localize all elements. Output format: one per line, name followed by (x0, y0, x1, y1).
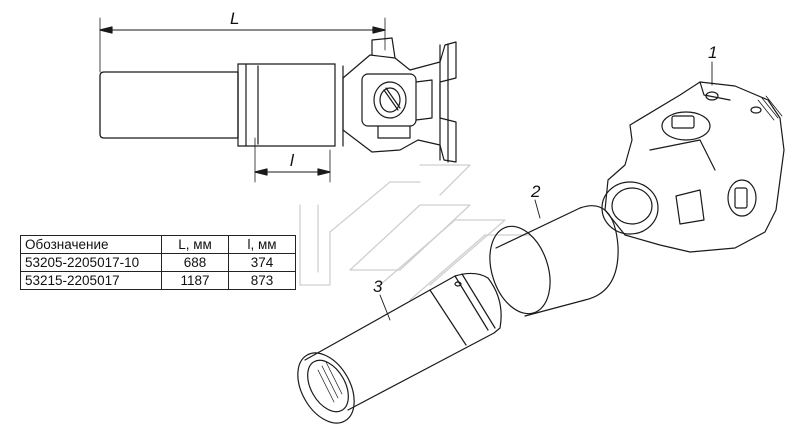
part-1-yoke (601, 61, 785, 253)
table-row: 53215-2205017 1187 873 (20, 271, 296, 290)
watermark-logo (299, 164, 531, 301)
part-3-label: 3 (373, 277, 383, 296)
cell-l: 374 (228, 253, 296, 272)
part-2-label: 2 (531, 182, 541, 201)
cell-L: 1187 (161, 271, 229, 290)
table-row: 53205-2205017-10 688 374 (20, 253, 296, 272)
dimensions-table: Обозначение L, мм l, мм 53205-2205017-10… (20, 235, 296, 290)
dimension-L-label: L (230, 9, 240, 28)
shaft-assembly-view (99, 17, 457, 183)
header-l: l, мм (228, 235, 296, 254)
header-L: L, мм (161, 235, 229, 254)
part-2-sleeve (489, 199, 619, 317)
cell-l: 873 (228, 271, 296, 290)
dimension-l-label: l (290, 151, 294, 170)
cell-designation: 53205-2205017-10 (20, 253, 162, 272)
part-1-label: 1 (708, 43, 718, 62)
cell-designation: 53215-2205017 (20, 271, 162, 290)
cell-L: 688 (161, 253, 229, 272)
header-designation: Обозначение (20, 235, 162, 254)
table-header-row: Обозначение L, мм l, мм (20, 235, 296, 254)
part-3-splined-tube (297, 272, 502, 424)
